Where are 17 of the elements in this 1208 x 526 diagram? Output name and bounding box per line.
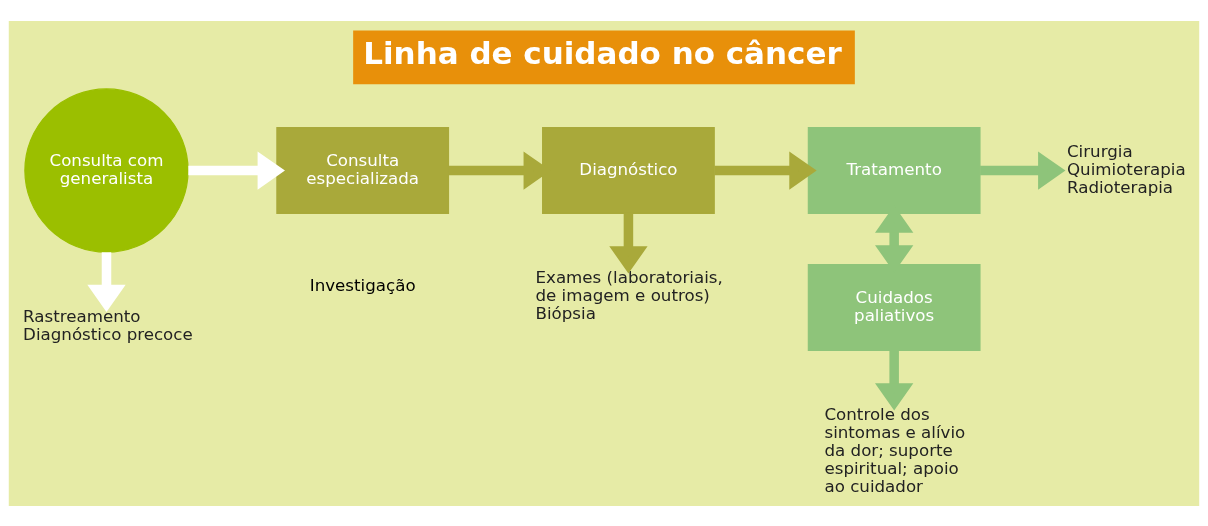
arrow [188,150,285,190]
arrow [609,212,648,274]
node-box: Diagnóstico [542,126,715,214]
node-text: Exames (laboratoriais, de imagem e outros) Biópsia [535,267,723,323]
arrow [714,150,817,190]
node-text: Rastreamento Diagnóstico precoce [23,306,193,344]
diagram-title: Linha de cuidado no câncer [363,34,842,71]
node-label: Investigação [309,275,416,295]
node-circle: Consulta com generalista [24,87,189,253]
node-box: Cuidados paliativos [807,263,981,351]
arrow [875,350,914,411]
node-text: Controle dos sintomas e alívio da dor; suporte espiritual; apoio ao cuidador [824,404,966,496]
arrow [87,251,126,312]
arrow [980,150,1066,190]
node-text: Cirurgia Quimioterapia Radioterapia [1066,141,1186,197]
node-box: Tratamento [807,126,981,214]
node-box: Consulta especializada [276,126,450,214]
